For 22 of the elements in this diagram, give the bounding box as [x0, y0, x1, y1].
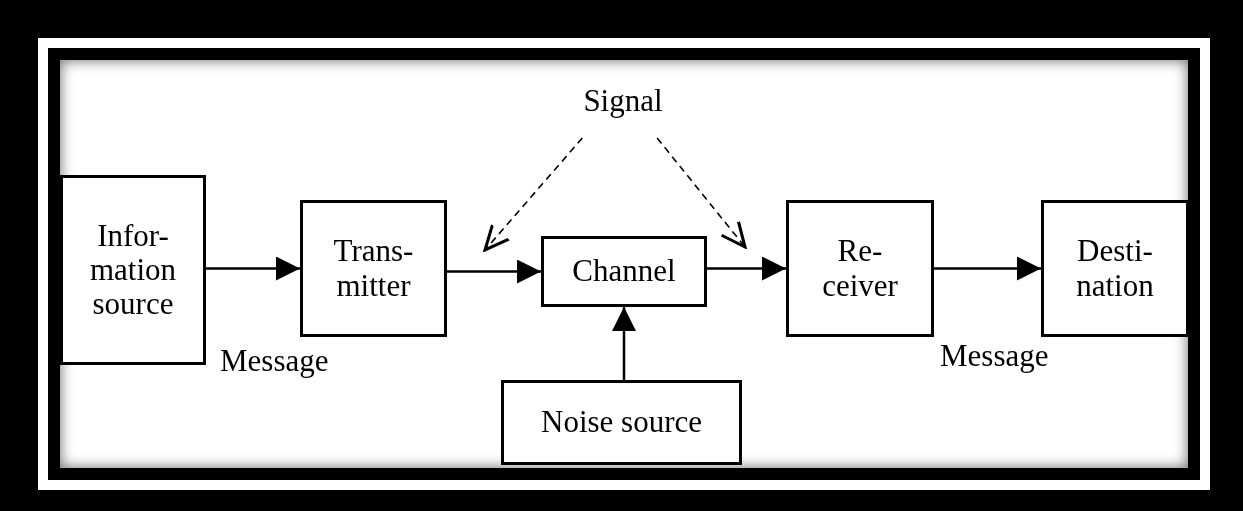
- process-box: [786, 200, 934, 337]
- arrow: [612, 307, 636, 380]
- process-box: [60, 175, 206, 365]
- dashed-arrow: [483, 137, 584, 252]
- box-label: Desti- nation: [1076, 234, 1154, 303]
- box-label: Noise source: [541, 405, 702, 440]
- signal-label: Signal: [583, 83, 663, 119]
- message-label: Message: [940, 338, 1049, 374]
- box-label: Trans- mitter: [333, 234, 414, 303]
- arrow: [707, 256, 786, 281]
- arrow: [447, 259, 541, 284]
- process-box: [300, 200, 447, 337]
- process-box: [501, 380, 742, 465]
- dashed-arrow: [656, 137, 747, 249]
- message-label: Message: [220, 343, 329, 379]
- process-box: [1041, 200, 1189, 337]
- arrow: [206, 256, 300, 281]
- process-box: [541, 236, 707, 307]
- arrow: [934, 256, 1041, 281]
- box-label: Channel: [572, 254, 676, 289]
- box-label: Infor- mation source: [89, 218, 177, 322]
- box-label: Re- ceiver: [822, 234, 898, 303]
